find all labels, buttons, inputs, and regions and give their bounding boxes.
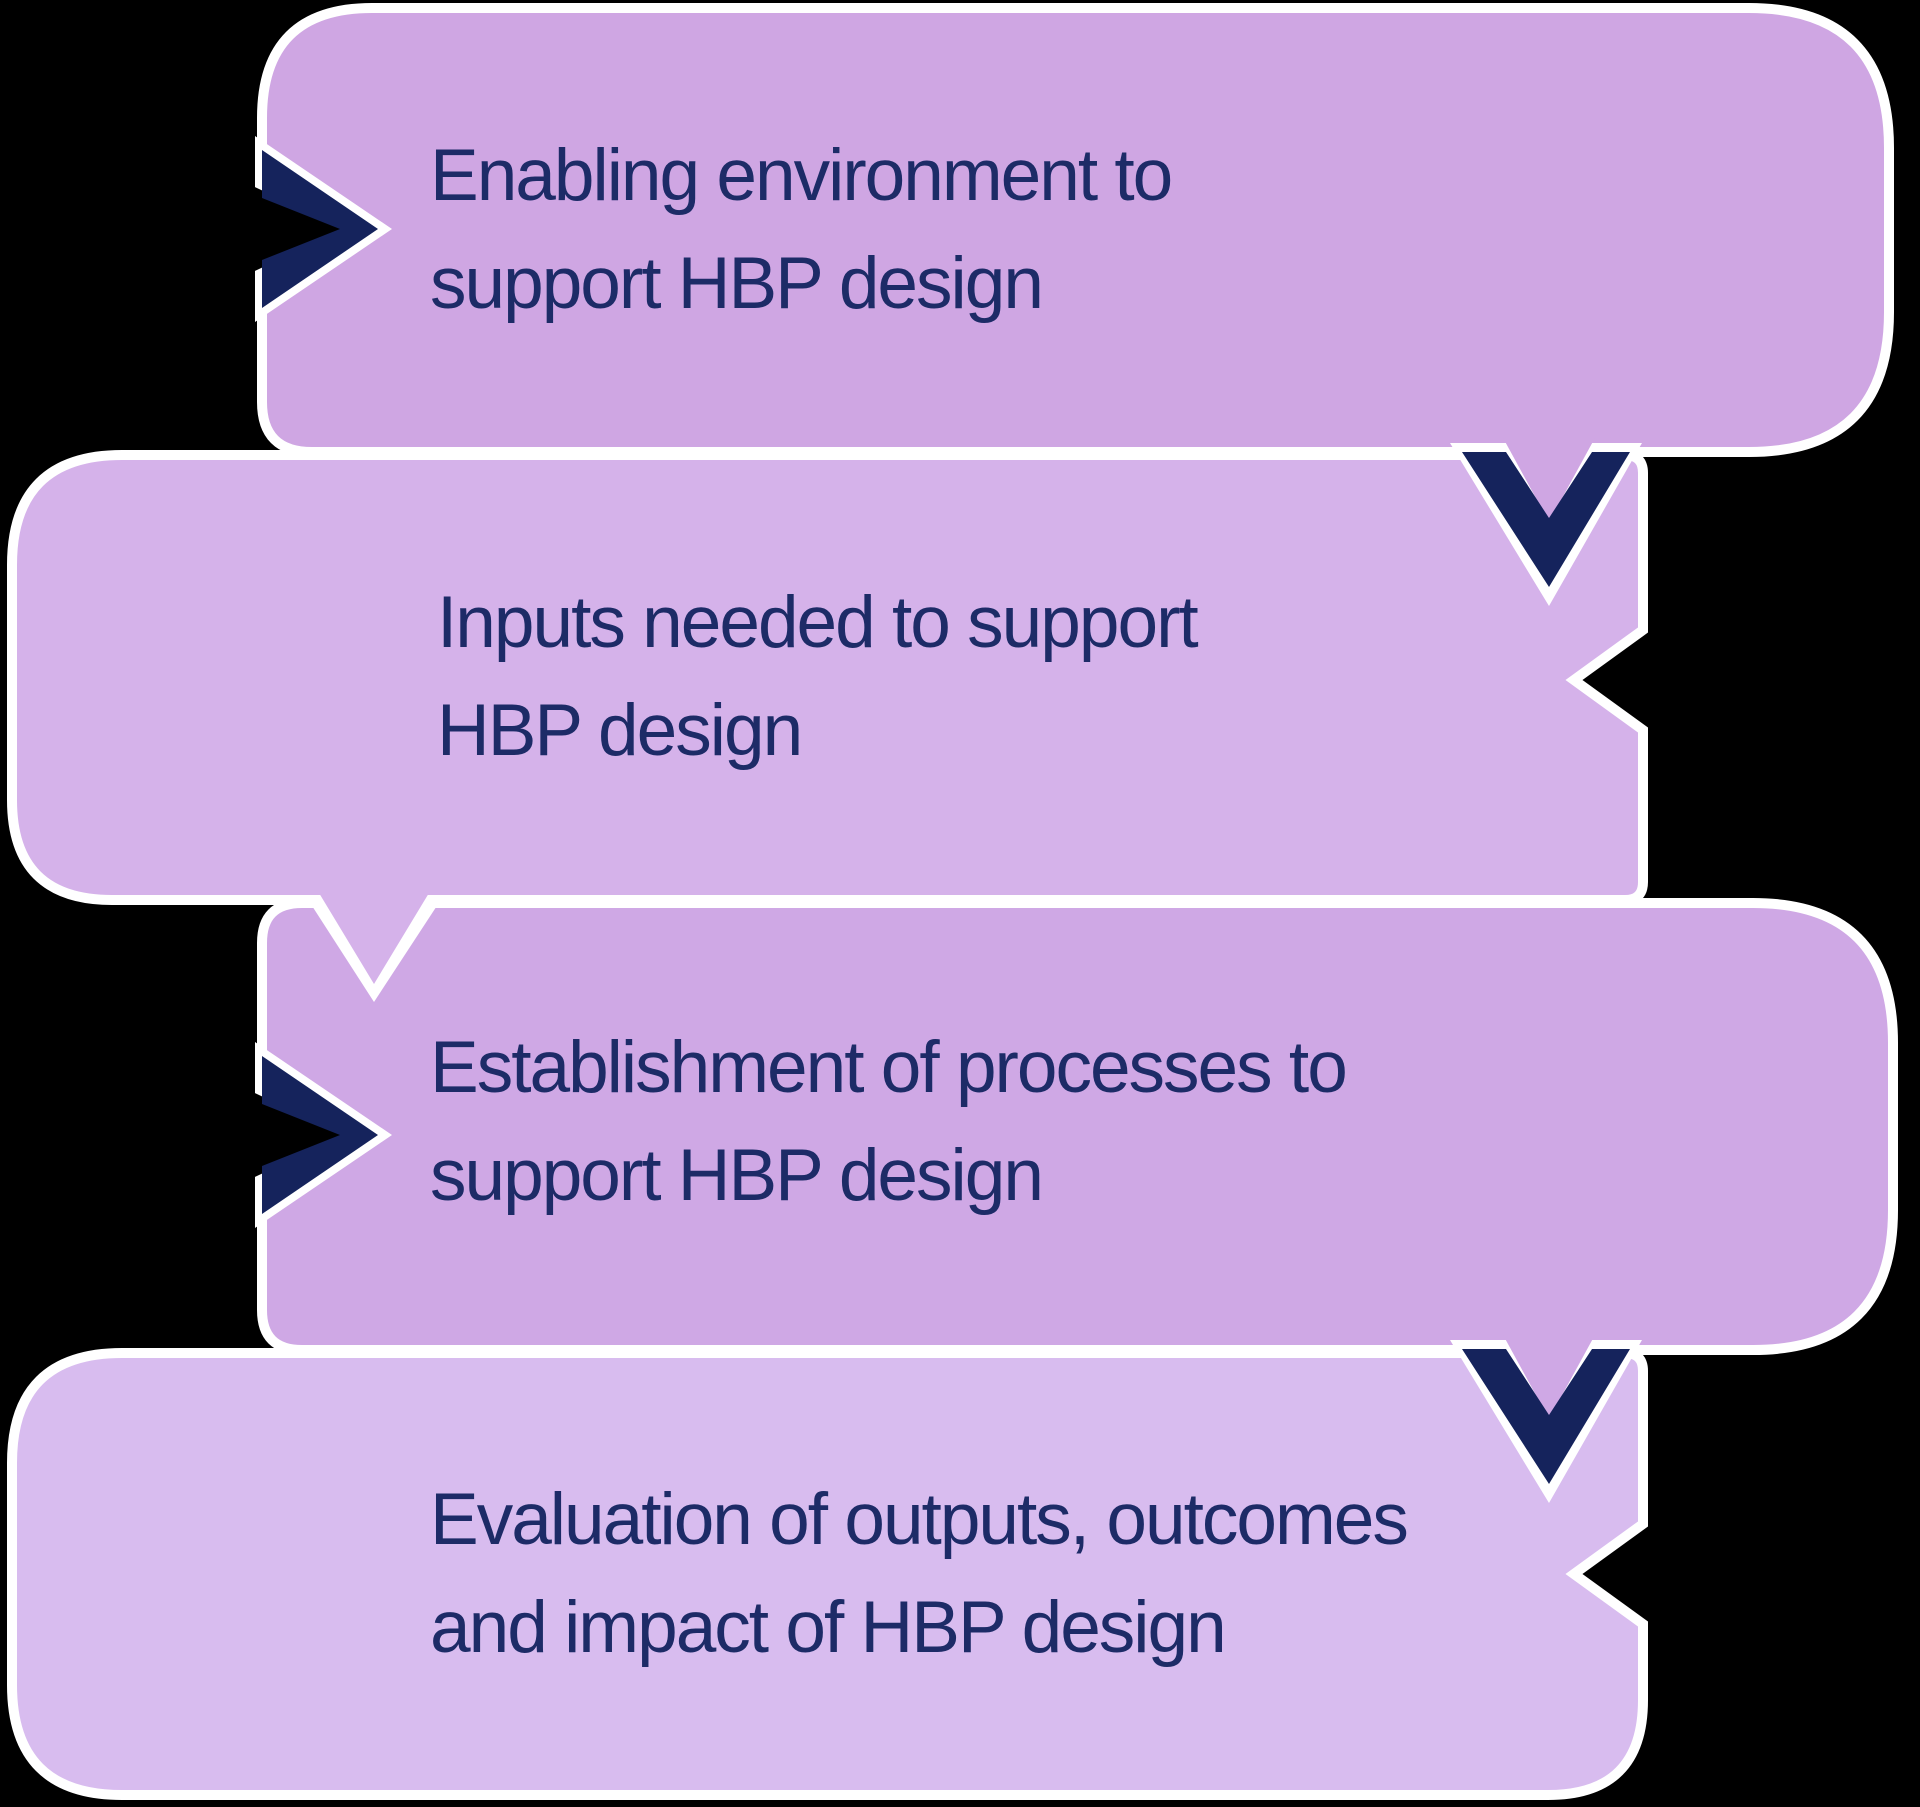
chevron-down-icon-1: [1450, 436, 1642, 606]
flow-step-1-label: Enabling environment to support HBP desi…: [430, 122, 1173, 338]
flow-step-4-label-line-2: and impact of HBP design: [430, 1587, 1227, 1668]
flow-step-3-shape: [257, 898, 1898, 1355]
flow-step-4-label: Evaluation of outputs, outcomes and impa…: [430, 1466, 1409, 1682]
flow-step-1-label-line-2: support HBP design: [430, 243, 1044, 324]
flow-step-2-label: Inputs needed to support HBP design: [437, 569, 1199, 785]
chevron-down-icon-2: [1450, 1333, 1642, 1503]
chevron-right-icon-1: [240, 136, 392, 322]
chevron-right-icon-2: [240, 1042, 392, 1228]
flow-step-1-label-line-1: Enabling environment to: [430, 135, 1173, 216]
flow-step-2-label-line-1: Inputs needed to support: [437, 582, 1199, 663]
flow-step-4-label-line-1: Evaluation of outputs, outcomes: [430, 1479, 1409, 1560]
flow-step-4-shape: [7, 1348, 1648, 1800]
flow-step-2-label-line-2: HBP design: [437, 690, 803, 771]
flow-step-3-label-line-2: support HBP design: [430, 1135, 1044, 1216]
flow-step-2-shape: [7, 450, 1648, 905]
step-2-tail-connector: [305, 888, 444, 1002]
flow-step-1-shape: [257, 3, 1894, 457]
flow-step-3-label: Establishment of processes to support HB…: [430, 1014, 1348, 1230]
flow-step-3-label-line-1: Establishment of processes to: [430, 1027, 1348, 1108]
